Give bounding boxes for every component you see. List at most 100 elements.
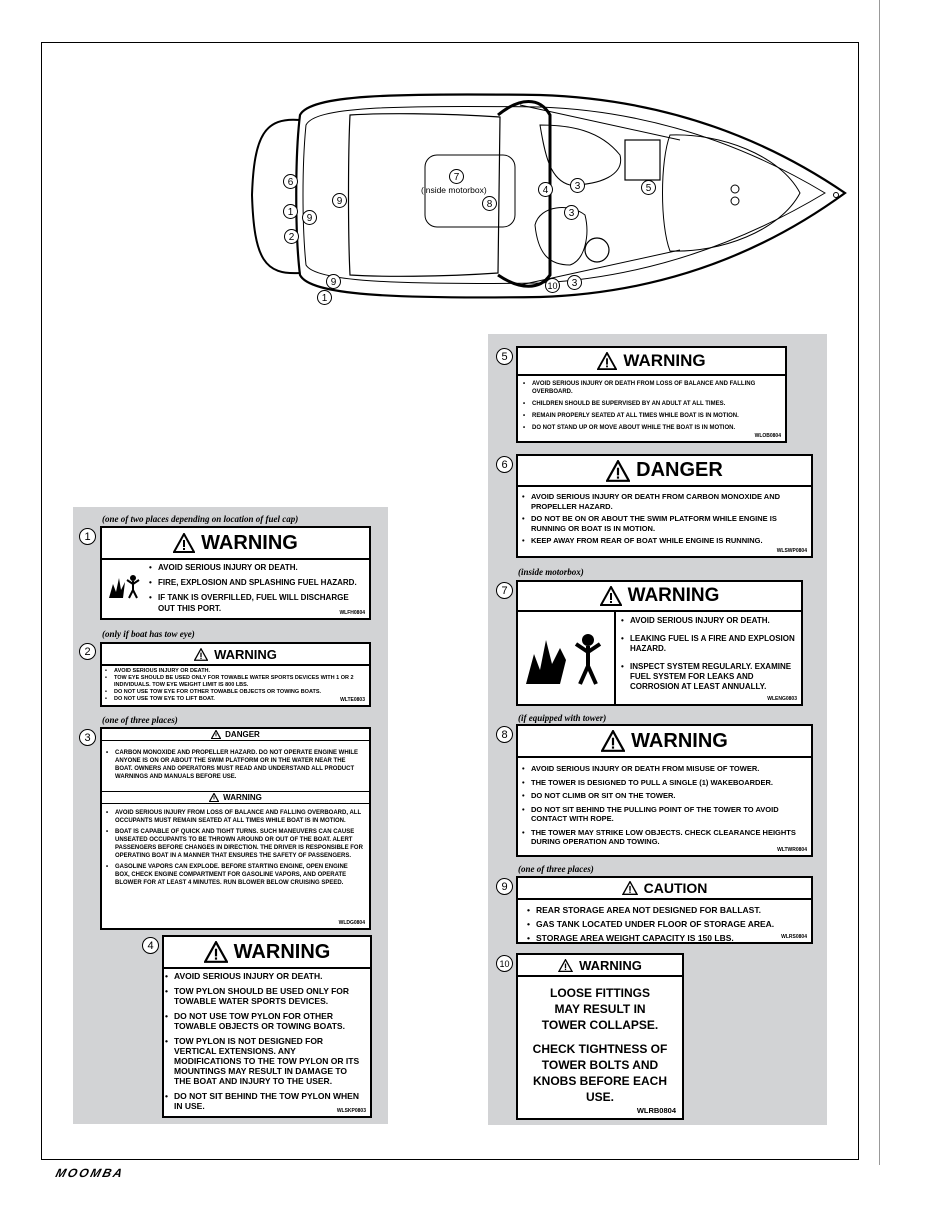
boat-marker-5: 5	[641, 180, 656, 195]
caution-label-9: CAUTION REAR STORAGE AREA NOT DESIGNED F…	[516, 876, 813, 945]
boat-marker-3: 3	[570, 178, 585, 193]
warning-label-8: WARNING AVOID SERIOUS INJURY OR DEATH FR…	[516, 724, 813, 857]
boat-marker-9: 9	[326, 274, 341, 289]
label-10-text-1: LOOSE FITTINGS MAY RESULT IN TOWER COLLA…	[541, 986, 659, 1032]
warning-triangle-icon	[621, 881, 638, 895]
note-label-7: (inside motorbox)	[518, 567, 584, 577]
label-number-5: 5	[496, 348, 513, 365]
boat-callout-inside-motorbox: (inside motorbox)	[421, 185, 487, 195]
label-2-code: WLTE0803	[340, 697, 365, 703]
label-2-item: DO NOT USE TOW EYE TO LIFT BOAT.	[105, 696, 363, 703]
label-number-8: 8	[496, 726, 513, 743]
label-1-title: WARNING	[201, 531, 298, 554]
label-6-title: DANGER	[636, 459, 723, 481]
label-6-item: KEEP AWAY FROM REAR OF BOAT WHILE ENGINE…	[522, 536, 805, 546]
warning-label-4: WARNING AVOID SERIOUS INJURY OR DEATH. T…	[162, 935, 372, 1118]
boat-marker-7: 7	[449, 169, 464, 184]
explosion-person-icon	[526, 634, 602, 685]
label-9-item: REAR STORAGE AREA NOT DESIGNED FOR BALLA…	[527, 903, 805, 917]
explosion-person-icon	[109, 575, 140, 599]
label-3-danger-item: CARBON MONOXIDE AND PROPELLER HAZARD. DO…	[106, 749, 363, 781]
boat-marker-1: 1	[317, 290, 332, 305]
label-4-title: WARNING	[233, 940, 331, 963]
label-8-item: DO NOT SIT BEHIND THE PULLING POINT OF T…	[522, 805, 805, 824]
label-7-pictogram-box	[518, 610, 616, 704]
label-5-item: DO NOT STAND UP OR MOVE ABOUT WHILE THE …	[523, 424, 779, 432]
label-number-7: 7	[496, 582, 513, 599]
page-edge-line	[879, 0, 880, 1165]
warning-label-5: WARNING AVOID SERIOUS INJURY OR DEATH FR…	[516, 346, 787, 443]
warning-triangle-icon	[203, 941, 228, 963]
warning-triangle-icon	[211, 730, 222, 739]
warning-triangle-icon	[209, 793, 220, 802]
danger-label-6: DANGER AVOID SERIOUS INJURY OR DEATH FRO…	[516, 454, 813, 558]
label-9-code: WLRS0804	[781, 934, 807, 940]
label-number-10: 10	[496, 955, 513, 972]
note-label-8: (if equipped with tower)	[518, 713, 607, 723]
label-3-warning-item: BOAT IS CAPABLE OF QUICK AND TIGHT TURNS…	[106, 828, 363, 860]
label-8-title: WARNING	[631, 729, 728, 752]
label-2-title: WARNING	[214, 646, 277, 662]
note-label-1: (one of two places depending on location…	[102, 514, 299, 524]
note-label-3: (one of three places)	[102, 715, 178, 725]
label-7-title: WARNING	[627, 585, 720, 606]
boat-marker-3: 3	[564, 205, 579, 220]
label-8-item: THE TOWER MAY STRIKE LOW OBJECTS. CHECK …	[522, 828, 805, 847]
warning-label-10: WARNING LOOSE FITTINGS MAY RESULT IN TOW…	[516, 953, 684, 1120]
boat-marker-2: 2	[284, 229, 299, 244]
warning-triangle-icon	[606, 459, 631, 482]
label-number-4: 4	[142, 937, 159, 954]
label-3-warning-title: WARNING	[223, 793, 262, 802]
warning-label-2: WARNING AVOID SERIOUS INJURY OR DEATH. T…	[100, 642, 371, 707]
label-4-item: DO NOT SIT BEHIND THE TOW PYLON WHEN IN …	[165, 1091, 364, 1111]
note-label-9: (one of three places)	[518, 864, 594, 874]
label-6-item: DO NOT BE ON OR ABOUT THE SWIM PLATFORM …	[522, 514, 805, 533]
label-3-code: WLDG0804	[338, 920, 365, 926]
label-1-item: AVOID SERIOUS INJURY OR DEATH.	[149, 562, 363, 573]
label-number-2: 2	[79, 643, 96, 660]
warning-triangle-icon	[597, 352, 618, 370]
label-4-item: TOW PYLON SHOULD BE USED ONLY FOR TOWABL…	[165, 986, 364, 1006]
label-6-item: AVOID SERIOUS INJURY OR DEATH FROM CARBO…	[522, 492, 805, 511]
label-1-item: IF TANK IS OVERFILLED, FUEL WILL DISCHAR…	[149, 592, 363, 614]
warning-label-1: WARNING AVOID SERIOUS INJURY OR DEATH. F…	[100, 526, 371, 620]
warning-label-7: WARNING AVOID SERIOUS INJURY OR DEATH. L…	[516, 580, 803, 706]
label-9-item: GAS TANK LOCATED UNDER FLOOR OF STORAGE …	[527, 917, 805, 931]
label-10-title: WARNING	[579, 957, 642, 973]
label-4-item: TOW PYLON IS NOT DESIGNED FOR VERTICAL E…	[165, 1036, 364, 1086]
boat-marker-9: 9	[332, 193, 347, 208]
boat-marker-3: 3	[567, 275, 582, 290]
label-5-item: REMAIN PROPERLY SEATED AT ALL TIMES WHIL…	[523, 412, 779, 420]
label-8-code: WLTWR0804	[777, 847, 807, 853]
label-5-code: WLOB0804	[754, 433, 781, 439]
boat-marker-4: 4	[538, 182, 553, 197]
warning-triangle-icon	[601, 730, 626, 752]
label-5-title: WARNING	[623, 351, 706, 370]
warning-triangle-icon	[558, 958, 574, 972]
label-2-item: TOW EYE SHOULD BE USED ONLY FOR TOWABLE …	[105, 675, 363, 689]
label-7-item: AVOID SERIOUS INJURY OR DEATH.	[621, 616, 795, 626]
label-10-code: WLRB0804	[636, 1106, 676, 1115]
label-4-code: WLSKP0803	[336, 1108, 366, 1114]
label-4-item: DO NOT USE TOW PYLON FOR OTHER TOWABLE O…	[165, 1011, 364, 1031]
label-number-6: 6	[496, 456, 513, 473]
label-7-item: LEAKING FUEL IS A FIRE AND EXPLOSION HAZ…	[621, 634, 795, 654]
label-4-item: AVOID SERIOUS INJURY OR DEATH.	[165, 971, 364, 981]
label-7-code: WLENG0803	[767, 696, 797, 702]
boat-marker-9: 9	[302, 210, 317, 225]
label-3-danger-title: DANGER	[225, 730, 260, 739]
danger-warning-label-3: DANGER CARBON MONOXIDE AND PROPELLER HAZ…	[100, 727, 371, 930]
label-9-item: STORAGE AREA WEIGHT CAPACITY IS 150 LBS.	[527, 931, 805, 945]
label-5-item: CHILDREN SHOULD BE SUPERVISED BY AN ADUL…	[523, 400, 779, 408]
label-5-item: AVOID SERIOUS INJURY OR DEATH FROM LOSS …	[523, 380, 779, 396]
boat-marker-8: 8	[482, 196, 497, 211]
boat-marker-10: 10	[545, 278, 560, 293]
label-number-3: 3	[79, 729, 96, 746]
label-9-title: CAUTION	[643, 880, 708, 896]
label-2-item: AVOID SERIOUS INJURY OR DEATH.	[105, 668, 363, 675]
label-8-item: DO NOT CLIMB OR SIT ON THE TOWER.	[522, 791, 805, 801]
label-8-item: THE TOWER IS DESIGNED TO PULL A SINGLE (…	[522, 778, 805, 788]
label-1-item: FIRE, EXPLOSION AND SPLASHING FUEL HAZAR…	[149, 577, 363, 588]
moomba-logo: MOOMBA	[54, 1166, 126, 1180]
boat-diagram	[250, 93, 847, 299]
